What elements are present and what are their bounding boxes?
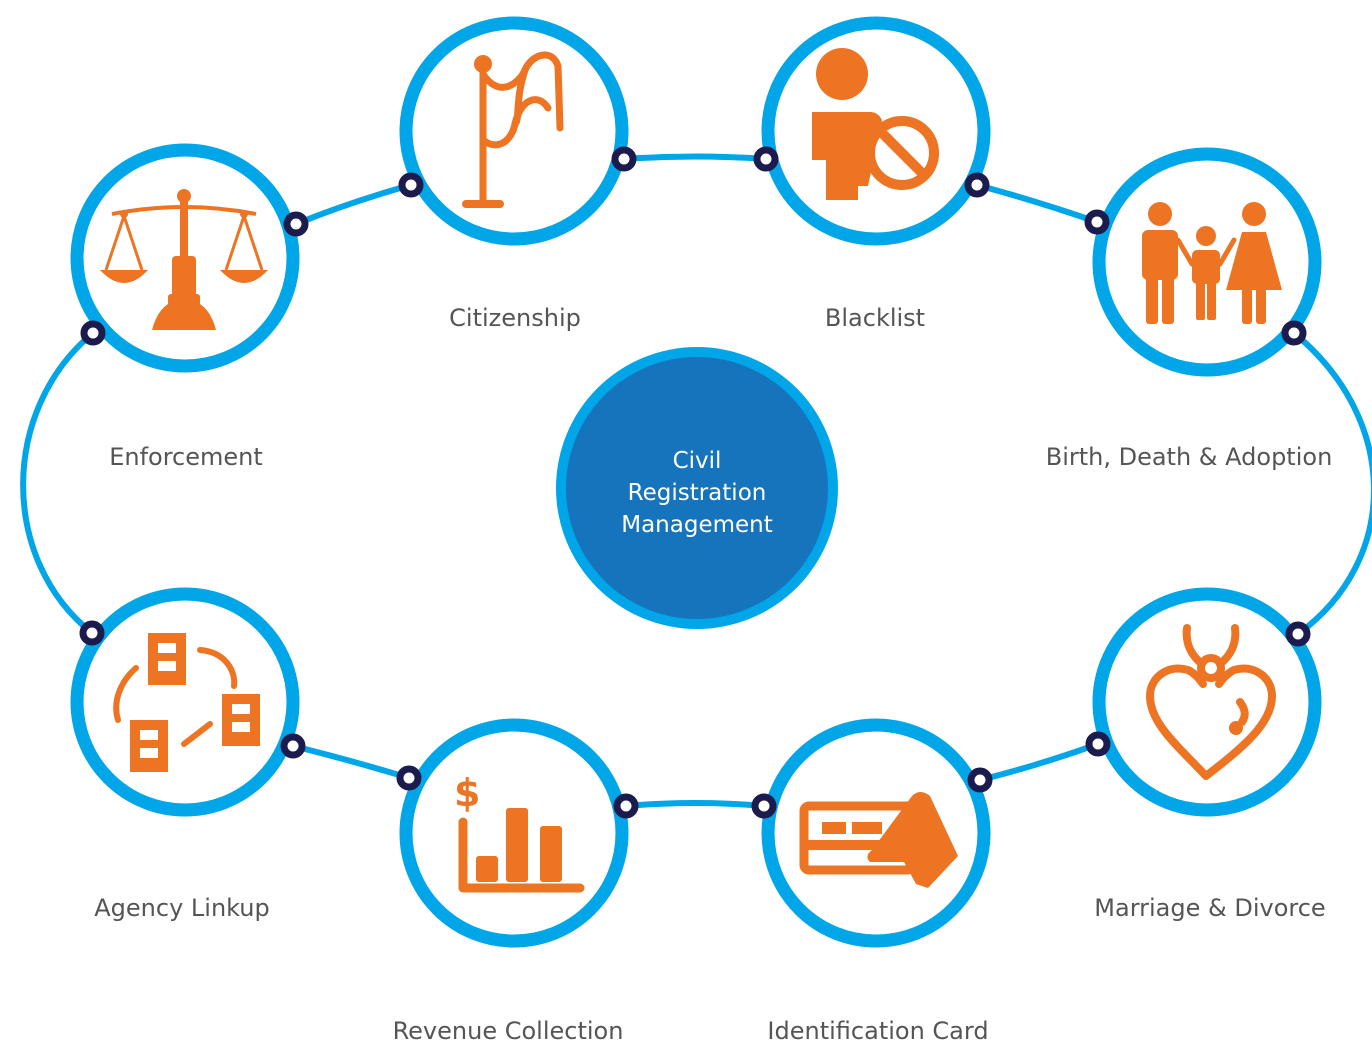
connector-dot <box>280 733 306 759</box>
id-card-hand-icon <box>799 792 958 888</box>
connector-dot <box>79 620 105 646</box>
node-label-agency: Agency Linkup <box>94 894 270 922</box>
node-label-birth: Birth, Death & Adoption <box>1045 443 1333 471</box>
connector-enforcement-citizenship <box>294 182 412 227</box>
node-label-blacklist: Blacklist <box>824 304 926 332</box>
connector-dot <box>1285 621 1311 647</box>
node-label-revenue: Revenue Collection <box>392 1017 624 1045</box>
node-ring-agency <box>70 587 300 817</box>
connector-dot <box>753 146 779 172</box>
connector-dot <box>751 793 777 819</box>
connector-dot <box>80 320 106 346</box>
center-title-line: Civil <box>672 448 722 474</box>
node-ring-marriage <box>1092 587 1322 817</box>
connector-dot <box>1281 320 1307 346</box>
center-title-line: Registration <box>627 480 767 506</box>
node-label-marriage: Marriage & Divorce <box>1094 894 1326 922</box>
connector-dot <box>396 765 422 791</box>
blocked-person-icon <box>812 48 939 200</box>
node-label-citizenship: Citizenship <box>449 304 581 332</box>
scales-of-justice-icon <box>100 189 268 330</box>
connector-dot <box>613 793 639 819</box>
flag-icon <box>462 51 564 208</box>
connector-dot <box>1084 209 1110 235</box>
connector-birth-marriage <box>1292 330 1372 637</box>
node-label-enforcement: Enforcement <box>109 443 263 471</box>
connector-lines <box>20 153 1372 809</box>
linked-buildings-icon <box>113 633 260 772</box>
connector-citizenship-blacklist <box>623 153 767 162</box>
connector-revenue-agency <box>292 743 410 781</box>
connector-dot <box>398 172 424 198</box>
connector-dot <box>1085 731 1111 757</box>
connector-agency-enforcement <box>20 330 95 636</box>
connector-dot <box>611 146 637 172</box>
connector-idcard-revenue <box>625 800 765 809</box>
heart-pendant-icon <box>1145 624 1277 780</box>
center-title-line: Management <box>621 512 773 538</box>
connector-dot <box>283 211 309 237</box>
connector-dots <box>79 146 1311 819</box>
center-node <box>556 347 838 629</box>
node-label-idcard: Identification Card <box>767 1017 989 1045</box>
connector-dot <box>967 767 993 793</box>
center-title: Civil Registration Management <box>567 445 827 541</box>
connector-dot <box>964 172 990 198</box>
revenue-chart-icon: $ <box>454 771 585 893</box>
connector-marriage-idcard <box>979 741 1100 783</box>
svg-text:$: $ <box>454 771 480 815</box>
connector-blacklist-birth <box>976 182 1098 225</box>
family-icon <box>1142 202 1282 324</box>
